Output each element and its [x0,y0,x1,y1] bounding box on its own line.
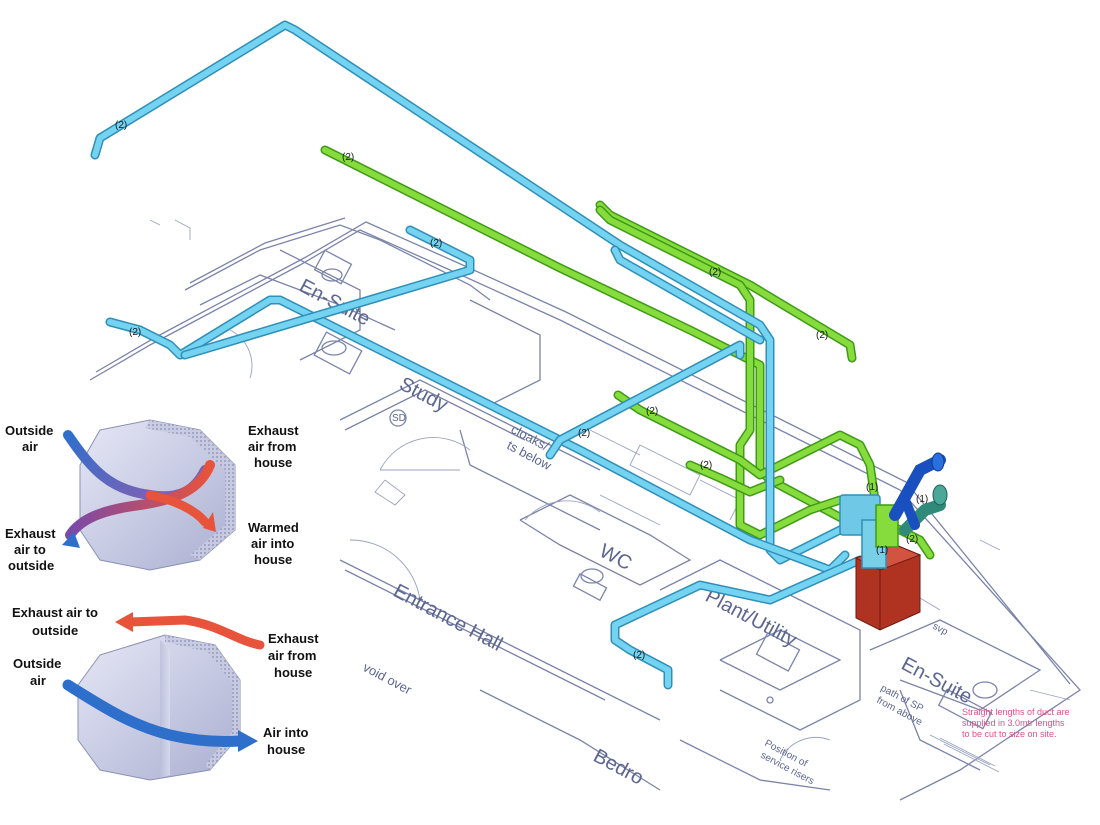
lb-exhaust-from-3: house [274,665,312,680]
legend-bottom-labels: Exhaust air to outside Exhaust air from … [12,605,319,757]
sd-label: SD [392,413,406,424]
blue-run-6 [610,245,765,345]
supply-ducts [320,145,935,560]
green-run-5 [685,460,785,497]
tag-3: (2) [430,238,442,249]
legend-top-labels: Outside air Exhaust air from house Exhau… [5,423,299,573]
blue-run-2 [105,295,850,575]
lb-outside-2: air [30,673,46,688]
lb-outside-1: Outside [13,656,61,671]
tag-11: (2) [906,534,918,545]
mvhr-unit [839,452,948,631]
legend-bypass [62,612,265,781]
lt-exhaust-from-2: air from [248,439,296,454]
lt-exhaust-to-1: Exhaust [5,526,56,541]
lt-exhaust-to-2: air to [14,542,46,557]
room-bedroom: Bedro [590,745,647,789]
lt-exhaust-to-3: outside [8,558,54,573]
tag-6: (2) [816,330,828,341]
tag-4: (2) [129,327,141,338]
legend-heat-exchange [62,419,236,571]
lt-exhaust-from-1: Exhaust [248,423,299,438]
floorplan: SD [89,217,1081,801]
blue-run-5 [610,555,865,690]
duct-length-note: Straight lengths of duct are supplied in… [962,707,1070,739]
lb-exhaust-from-2: air from [268,648,316,663]
lb-exhaust-to-1: Exhaust air to [12,605,98,620]
lt-warmed-3: house [254,552,292,567]
room-void-over: void over [361,659,415,697]
blue-run-4 [545,340,745,460]
smoke-detector-symbol [389,409,407,427]
green-run-4 [613,390,880,505]
note-line-3: to be cut to size on site. [962,729,1057,739]
room-wc: WC [596,540,636,575]
lt-outside-1: Outside [5,423,53,438]
green-run-3 [595,205,845,540]
blue-run-3 [180,225,475,360]
tag-9: (2) [700,460,712,471]
duct-tags: (2) (2) (2) (2) (2) (2) (2) (2) (2) (2) … [115,120,928,661]
unit-tag-2: (1) [916,494,928,505]
tag-10: (2) [633,650,645,661]
exhaust-to-outside-arrowhead [62,532,80,548]
unit-tag-1: (1) [866,482,878,493]
lb-air-into-1: Air into [263,725,309,740]
lb-air-into-2: house [267,742,305,757]
note-line-2: supplied in 3.0mtr lengths [962,718,1065,728]
exhaust-out-arrowhead [115,612,133,632]
lt-warmed-2: air into [251,536,294,551]
air-into-house-arrowhead [238,730,258,752]
lt-exhaust-from-3: house [254,455,292,470]
tag-2: (2) [342,152,354,163]
lt-outside-2: air [22,439,38,454]
lt-warmed-1: Warmed [248,520,299,535]
lb-exhaust-from-1: Exhaust [268,631,319,646]
tag-5: (2) [709,267,721,278]
tag-7: (2) [646,406,658,417]
extract-ducts [90,20,865,690]
tag-8: (2) [578,428,590,439]
room-entrance-hall: Entrance Hall [390,580,506,656]
lb-exhaust-to-2: outside [32,623,78,638]
unit-tag-3: (1) [876,545,888,556]
note-line-1: Straight lengths of duct are [962,707,1070,717]
tag-1: (2) [115,120,127,131]
blue-run-1 [90,20,865,565]
